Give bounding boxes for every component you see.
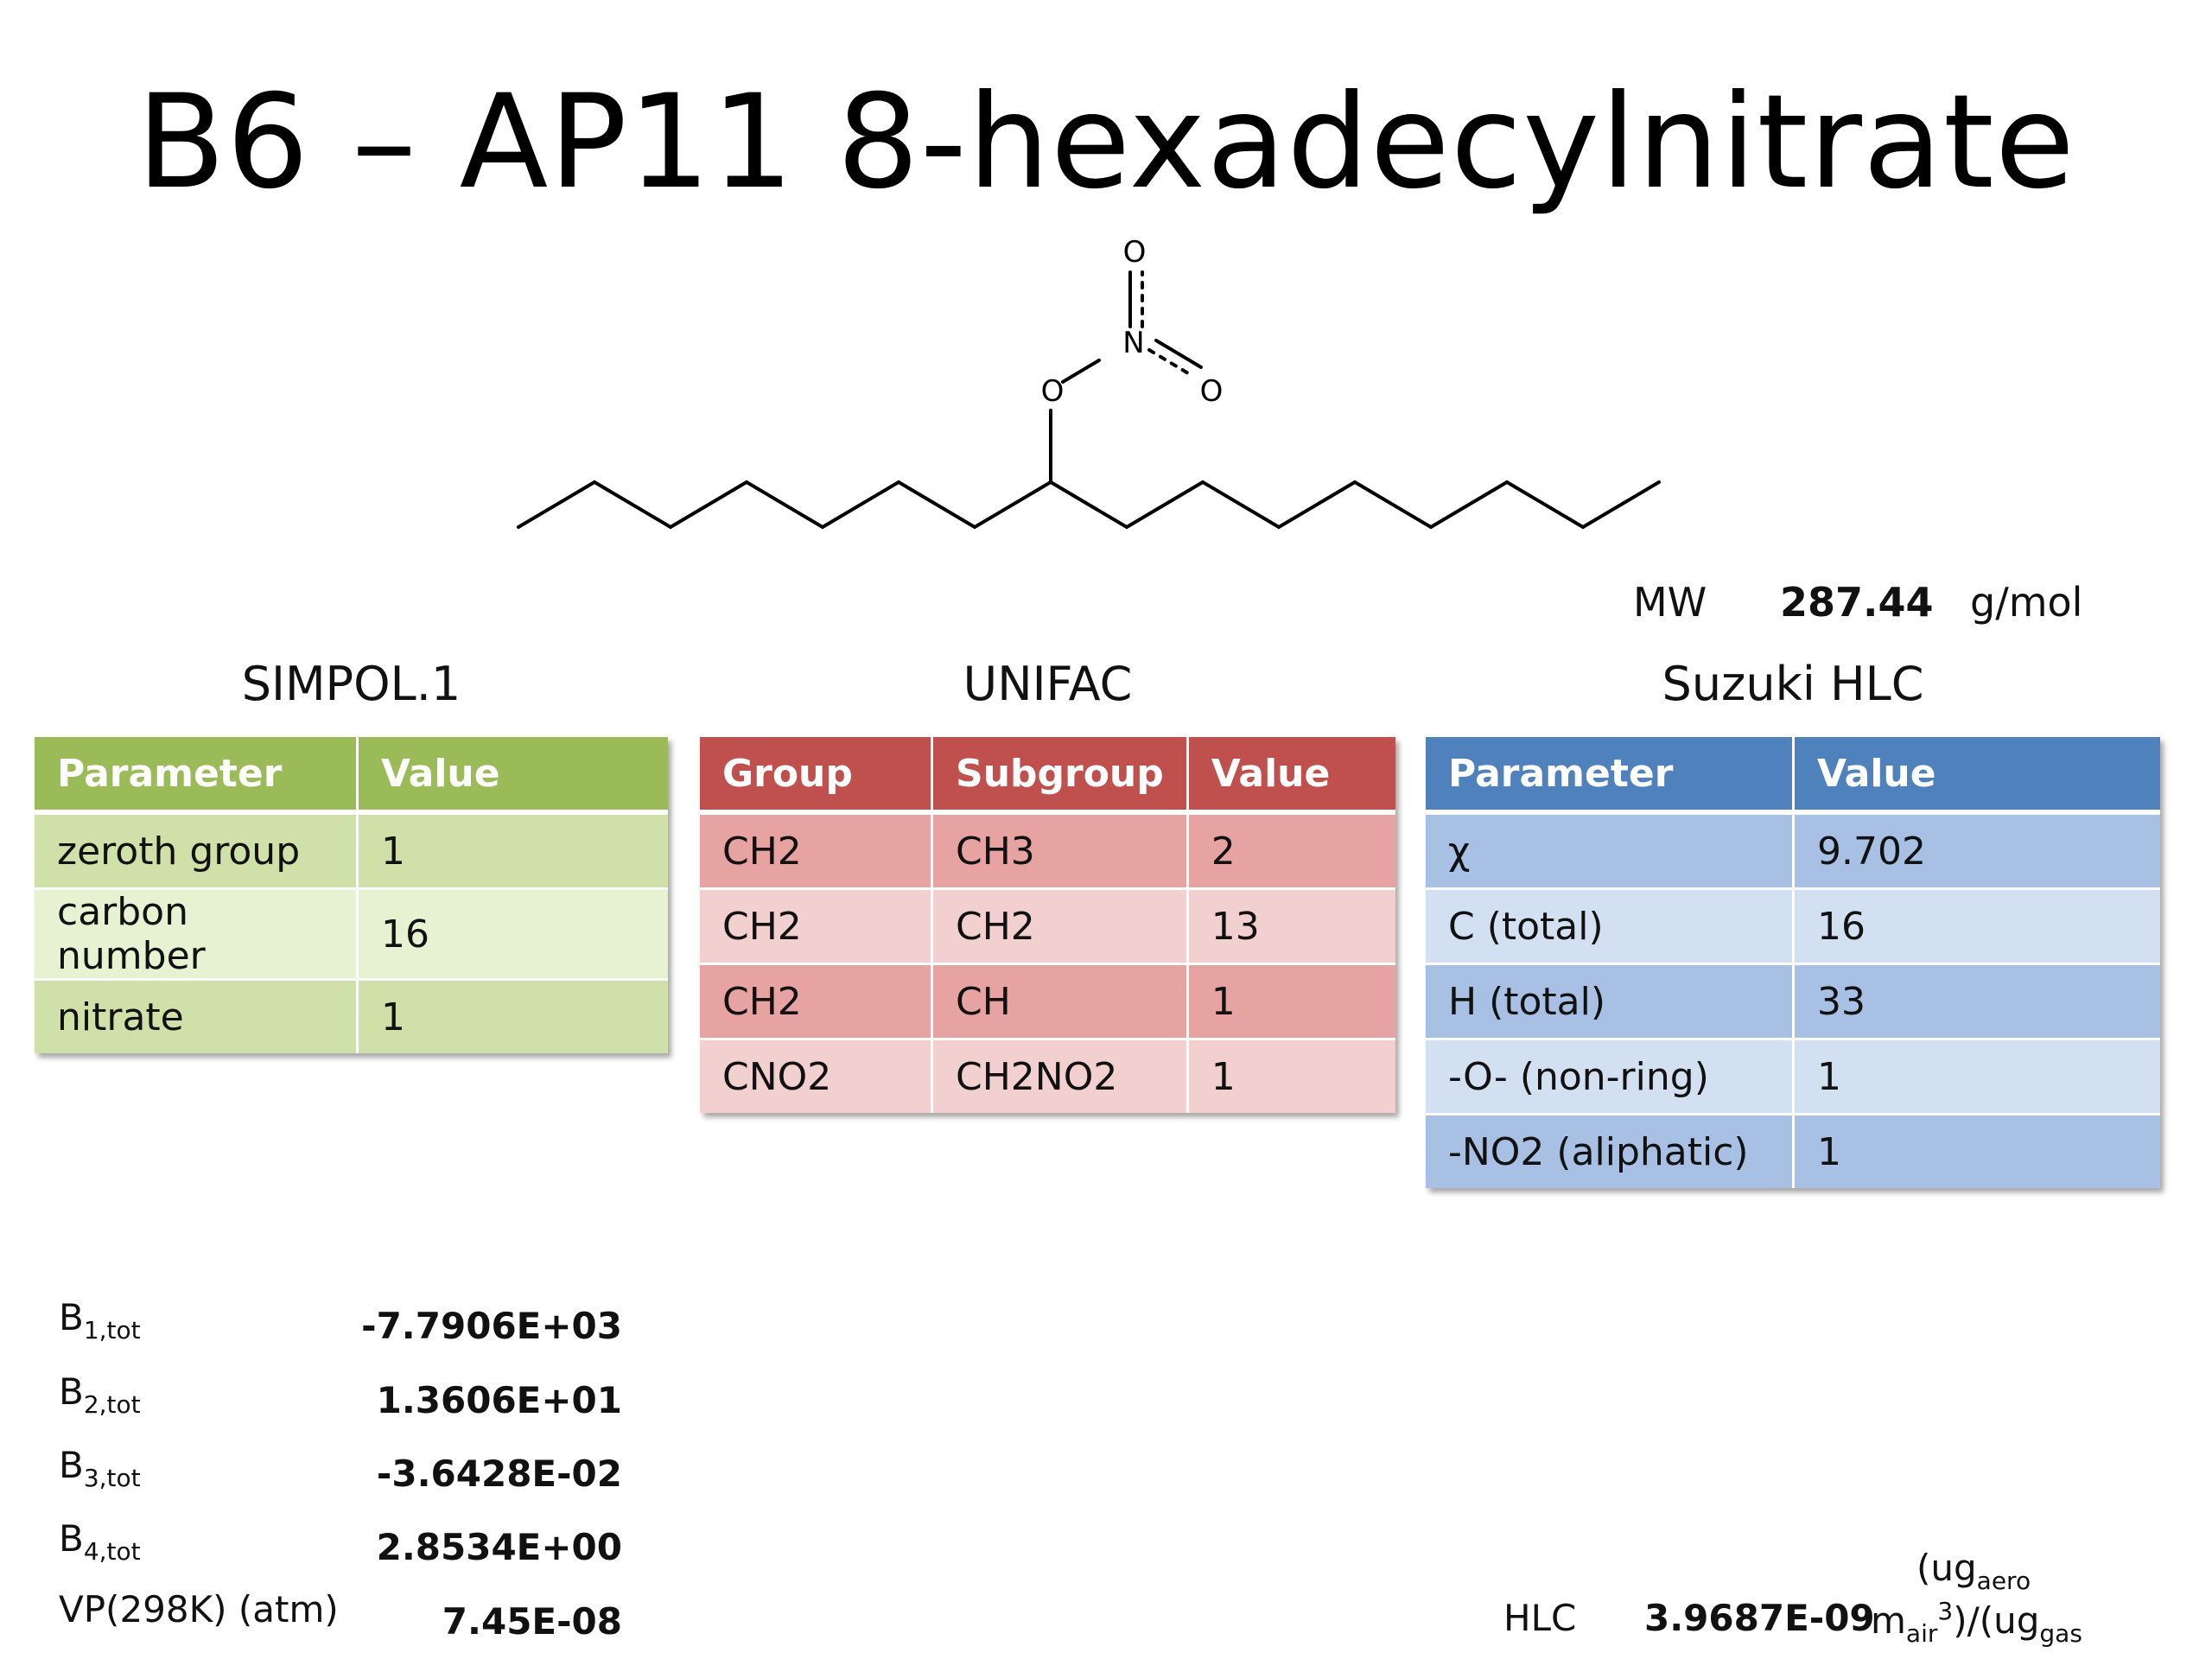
table-row: zeroth group 1 [35, 812, 668, 890]
table-cell: CNO2 [700, 1039, 933, 1113]
unifac-table: Group Subgroup Value CH2 CH3 2 CH2 CH2 1… [700, 737, 1395, 1113]
b2-value: 1.3606E+01 [376, 1379, 622, 1421]
table-cell: CH [931, 963, 1189, 1040]
table-cell: 2 [1187, 812, 1395, 890]
table-row: nitrate 1 [35, 979, 668, 1053]
table-cell: 1 [1793, 1039, 2160, 1116]
table-cell: CH2 [700, 963, 933, 1040]
column-header: Subgroup [931, 737, 1189, 815]
atom-o-right: O [1200, 374, 1224, 409]
table-cell: H (total) [1426, 963, 1795, 1040]
column-header: Parameter [1426, 737, 1795, 815]
mw-unit: g/mol [1970, 579, 2083, 626]
table-row: -NO2 (aliphatic) 1 [1426, 1114, 2160, 1188]
b4-label: B4,tot [59, 1517, 141, 1566]
carbon-chain [517, 480, 1661, 530]
table-cell: 1 [1793, 1114, 2160, 1188]
table-cell: CH3 [931, 812, 1189, 890]
column-header: Value [1187, 737, 1395, 815]
table-cell: 1 [357, 979, 668, 1053]
atom-n: N [1122, 326, 1144, 360]
table-row: CH2 CH2 13 [700, 888, 1395, 965]
b3-label: B3,tot [59, 1444, 141, 1492]
b1-value: -7.7906E+03 [361, 1305, 622, 1347]
bond-o-n [1061, 359, 1101, 384]
column-header: Group [700, 737, 933, 815]
table-cell: CH2 [700, 888, 933, 965]
table-cell: carbon number [35, 888, 359, 981]
table-row: -O- (non-ring) 1 [1426, 1039, 2160, 1116]
unifac-title: UNIFAC [963, 657, 1133, 711]
simpol-table: Parameter Value zeroth group 1 carbon nu… [35, 737, 668, 1053]
table-header-row: Parameter Value [35, 737, 668, 815]
hlc-value: 3.9687E-09 [1644, 1597, 1875, 1639]
table-row: CH2 CH3 2 [700, 812, 1395, 890]
table-header-row: Group Subgroup Value [700, 737, 1395, 815]
table-cell: 13 [1187, 888, 1395, 965]
table-cell: 16 [357, 888, 668, 981]
table-cell: 16 [1793, 888, 2160, 965]
table-cell: -NO2 (aliphatic) [1426, 1114, 1795, 1188]
hlc-unit-line2: mair3)/(uggas [1871, 1597, 2082, 1648]
table-row: carbon number 16 [35, 888, 668, 981]
b3-value: -3.6428E-02 [376, 1452, 622, 1495]
simpol-title: SIMPOL.1 [241, 657, 461, 711]
mw-value: 287.44 [1780, 579, 1934, 626]
vp-label: VP(298K) (atm) [59, 1588, 339, 1630]
suzuki-table: Parameter Value χ 9.702 C (total) 16 H (… [1426, 737, 2160, 1188]
molecule-structure: O N O O [517, 235, 1661, 530]
atom-o-left: O [1041, 374, 1065, 409]
table-header-row: Parameter Value [1426, 737, 2160, 815]
table-row: CH2 CH 1 [700, 963, 1395, 1040]
mw-label: MW [1633, 579, 1707, 626]
bond-n-o-right-dashed [1147, 348, 1194, 378]
suzuki-title: Suzuki HLC [1662, 657, 1924, 711]
table-cell: C (total) [1426, 888, 1795, 965]
table-row: H (total) 33 [1426, 963, 2160, 1040]
hlc-unit-line1: (ugaero [1916, 1547, 2031, 1595]
b2-label: B2,tot [59, 1370, 141, 1419]
column-header: Parameter [35, 737, 359, 815]
table-cell: 33 [1793, 963, 2160, 1040]
b4-value: 2.8534E+00 [376, 1526, 622, 1568]
table-cell: zeroth group [35, 812, 359, 890]
table-cell: χ [1426, 812, 1795, 890]
column-header: Value [357, 737, 668, 815]
vp-value: 7.45E-08 [442, 1600, 622, 1643]
table-cell: nitrate [35, 979, 359, 1053]
table-row: CNO2 CH2NO2 1 [700, 1039, 1395, 1113]
bond-n-o-right [1154, 339, 1203, 369]
table-cell: 1 [357, 812, 668, 890]
table-row: C (total) 16 [1426, 888, 2160, 965]
table-cell: CH2 [700, 812, 933, 890]
table-row: χ 9.702 [1426, 812, 2160, 890]
hlc-label: HLC [1503, 1597, 1577, 1639]
table-cell: -O- (non-ring) [1426, 1039, 1795, 1116]
atom-o-top: O [1123, 235, 1147, 270]
table-cell: CH2NO2 [931, 1039, 1189, 1113]
table-cell: 1 [1187, 963, 1395, 1040]
table-cell: 9.702 [1793, 812, 2160, 890]
column-header: Value [1793, 737, 2160, 815]
table-cell: CH2 [931, 888, 1189, 965]
table-cell: 1 [1187, 1039, 1395, 1113]
page-title: B6 – AP11 8-hexadecylnitrate [137, 67, 2075, 218]
b1-label: B1,tot [59, 1296, 141, 1344]
